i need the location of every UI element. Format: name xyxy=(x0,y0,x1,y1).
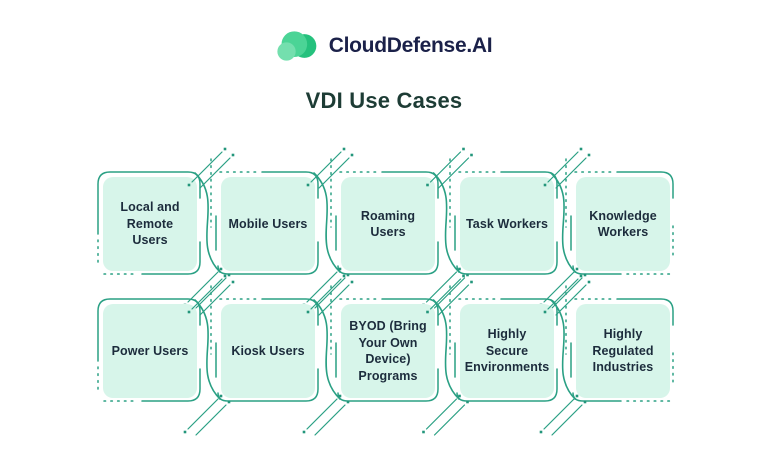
use-case-label: Local and Remote Users xyxy=(120,200,180,248)
use-case-card: Local and Remote Users xyxy=(103,177,197,271)
use-case-label: Knowledge Workers xyxy=(589,208,657,240)
use-case-label: Power Users xyxy=(111,343,189,358)
use-case-label: Mobile Users xyxy=(228,216,308,231)
use-case-card: Task Workers xyxy=(460,177,554,271)
use-case-label: Highly Regulated Industries xyxy=(592,327,654,375)
use-case-label: BYOD (Bring Your Own Device) Programs xyxy=(349,319,427,383)
use-case-card: Highly Regulated Industries xyxy=(576,304,670,398)
cloud-circles-icon xyxy=(277,31,317,61)
use-case-label: Kiosk Users xyxy=(231,343,305,358)
use-case-card: Highly Secure Environments xyxy=(460,304,554,398)
use-case-card: Knowledge Workers xyxy=(576,177,670,271)
use-case-card: Mobile Users xyxy=(221,177,315,271)
use-case-label: Task Workers xyxy=(465,216,549,231)
use-case-label: Roaming Users xyxy=(360,208,416,240)
logo: CloudDefense.AI xyxy=(0,24,768,68)
use-case-label: Highly Secure Environments xyxy=(464,327,550,375)
use-case-card: Roaming Users xyxy=(341,177,435,271)
use-case-card: Power Users xyxy=(103,304,197,398)
page-title: VDI Use Cases xyxy=(305,88,463,113)
logo-text: CloudDefense.AI xyxy=(328,34,493,57)
use-case-card: Kiosk Users xyxy=(221,304,315,398)
use-case-card: BYOD (Bring Your Own Device) Programs xyxy=(341,304,435,398)
